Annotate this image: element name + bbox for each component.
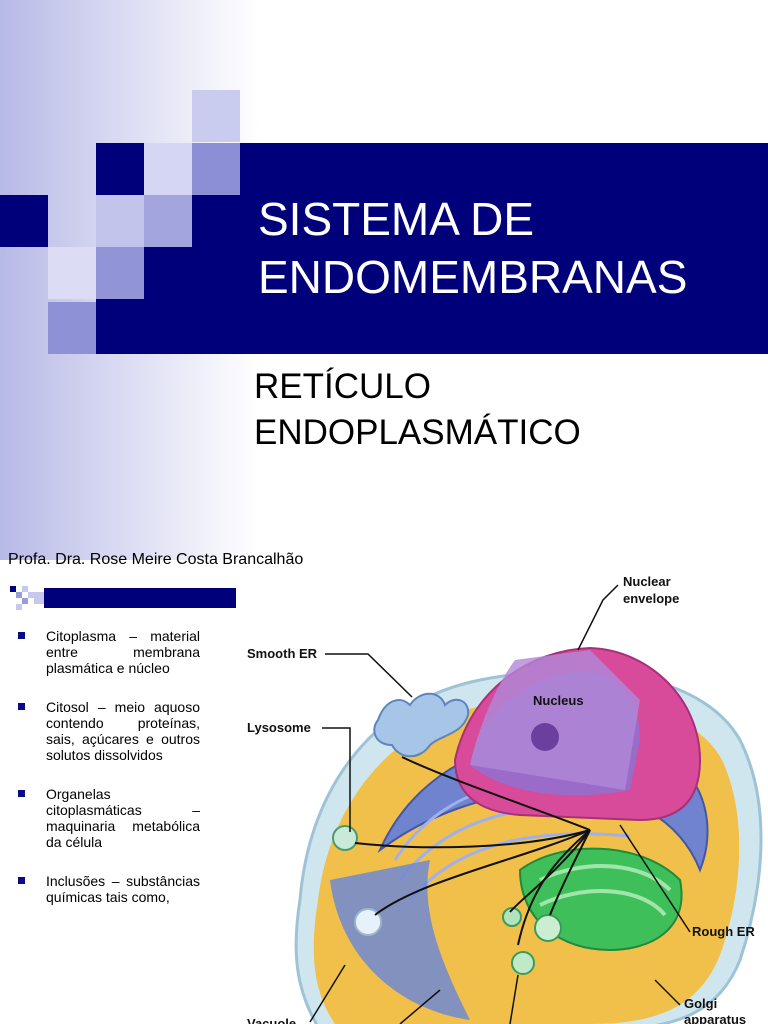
deco-square <box>144 195 192 247</box>
label-nuclear-envelope-2: envelope <box>623 591 679 606</box>
slide-title: SISTEMA DE ENDOMEMBRANAS <box>258 190 687 306</box>
label-nucleus: Nucleus <box>533 693 584 708</box>
deco-bar <box>10 586 236 610</box>
label-nuclear-envelope-1: Nuclear <box>623 574 671 589</box>
bullet-marker <box>18 790 25 797</box>
deco-square <box>48 302 96 354</box>
title-band-left <box>0 195 48 247</box>
deco-square <box>144 143 192 195</box>
bullet-marker <box>18 632 25 639</box>
list-item: Citoplasma – material entre membrana pla… <box>18 628 200 676</box>
deco-square <box>48 247 96 299</box>
subtitle-line-1: RETÍCULO <box>254 367 431 406</box>
label-vacuole: Vacuole <box>247 1016 296 1024</box>
list-item: Inclusões – substâncias químicas tais co… <box>18 873 200 905</box>
bullet-marker <box>18 703 25 710</box>
bullet-text: Citosol – meio aquoso contendo proteínas… <box>46 699 200 763</box>
list-item: Citosol – meio aquoso contendo proteínas… <box>18 699 200 763</box>
cell-diagram: Nuclear envelope Smooth ER Nucleus Lysos… <box>247 574 763 1024</box>
label-rough-er: Rough ER <box>692 924 755 939</box>
bullet-text: Citoplasma – material entre membrana pla… <box>46 628 200 676</box>
label-smooth-er: Smooth ER <box>247 646 318 661</box>
bullet-list: Citoplasma – material entre membrana pla… <box>18 628 200 928</box>
label-lysosome: Lysosome <box>247 720 311 735</box>
label-golgi-2: apparatus <box>684 1012 746 1024</box>
list-item: Organelas citoplasmáticas – maquinaria m… <box>18 786 200 850</box>
bullet-text: Inclusões – substâncias químicas tais co… <box>46 873 200 905</box>
title-line-1: SISTEMA DE <box>258 193 535 245</box>
deco-square <box>96 247 144 299</box>
subtitle-line-2: ENDOPLASMÁTICO <box>254 413 581 452</box>
deco-square <box>96 195 144 247</box>
slide-subtitle: RETÍCULO ENDOPLASMÁTICO <box>254 364 581 456</box>
label-golgi-1: Golgi <box>684 996 717 1011</box>
author-name: Profa. Dra. Rose Meire Costa Brancalhão <box>8 551 304 568</box>
bullet-marker <box>18 877 25 884</box>
deco-square <box>192 90 240 142</box>
deco-square <box>192 143 240 195</box>
bullet-text: Organelas citoplasmáticas – maquinaria m… <box>46 786 200 850</box>
title-line-2: ENDOMEMBRANAS <box>258 251 688 303</box>
